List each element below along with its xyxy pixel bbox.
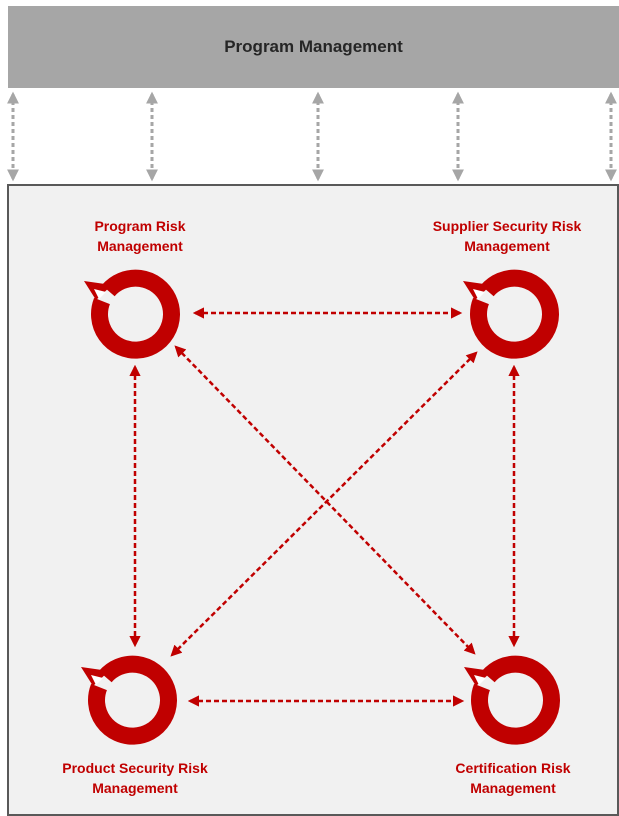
product-risk-cycle-icon [81,655,177,745]
supplier-risk-label: Supplier Security Risk Management [407,216,607,256]
program-risk-label: Program Risk Management [40,216,240,256]
program-management-connectors [6,91,617,182]
product-risk-label-line2: Management [92,780,178,796]
supplier-risk-cycle-icon [463,269,559,359]
program-management-title: Program Management [224,37,403,56]
supplier-risk-label-line1: Supplier Security Risk [432,218,582,234]
program-risk-cycle-icon [84,269,180,359]
program-risk-label-line1: Program Risk [94,218,186,234]
risk-connectors [129,307,520,707]
program-management-banner: Program Management [8,6,619,88]
connector-supplier-product [170,351,478,657]
certification-risk-label-line1: Certification Risk [455,760,571,776]
product-risk-label: Product Security Risk Management [35,758,235,798]
certification-risk-cycle-icon [464,655,560,745]
certification-risk-label: Certification Risk Management [413,758,613,798]
certification-risk-label-line2: Management [470,780,556,796]
product-risk-label-line1: Product Security Risk [62,760,208,776]
program-risk-label-line2: Management [97,238,183,254]
supplier-risk-label-line2: Management [464,238,550,254]
